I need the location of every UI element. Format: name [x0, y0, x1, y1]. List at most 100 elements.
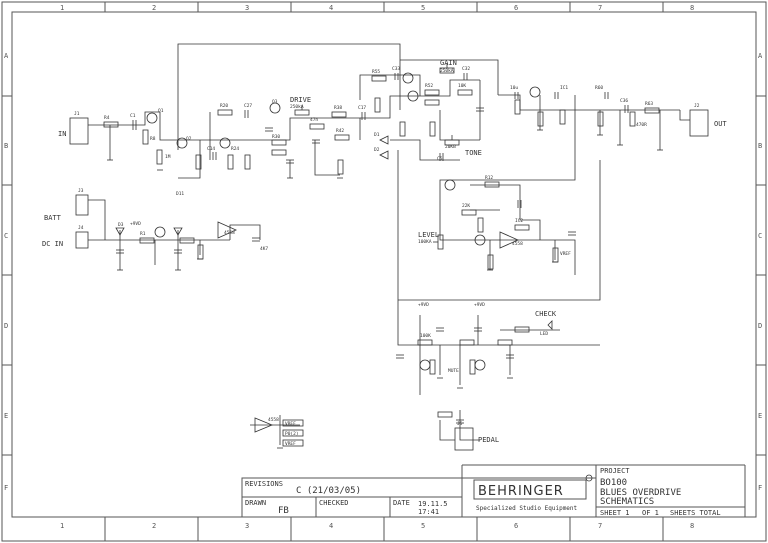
batt-connector: BATT J3	[44, 188, 89, 222]
col-label: 6	[514, 4, 518, 12]
col-label: 8	[690, 4, 694, 12]
row-label: F	[4, 484, 8, 492]
jack-ref: J4	[78, 225, 84, 231]
part-ref: C36	[620, 98, 628, 104]
part-ref: C14	[207, 146, 215, 152]
col-label: 1	[60, 522, 64, 530]
sheet-number: SHEET 1	[600, 509, 630, 517]
jack-ref: J3	[78, 188, 84, 194]
part-ref: C27	[244, 103, 252, 109]
registered-icon	[585, 474, 593, 482]
dc-in-connector: DC IN J4	[42, 225, 89, 249]
part-ref: IC1	[560, 85, 568, 91]
row-label: C	[4, 232, 8, 240]
part-ref: R42	[336, 128, 344, 134]
col-label: 4	[329, 522, 333, 530]
part-ref: VREF	[560, 251, 571, 257]
date-value: 19.11.5	[418, 500, 448, 508]
part-ref: C33	[392, 66, 400, 72]
in-label: IN	[58, 130, 66, 138]
gain-value: 250kA	[440, 68, 454, 74]
part-ref: R1	[140, 231, 146, 237]
part-ref: D2	[374, 147, 380, 153]
part-ref: R12	[485, 175, 493, 181]
part-ref: 100K	[420, 333, 431, 339]
col-label: 2	[152, 4, 156, 12]
part-ref: 470R	[636, 122, 647, 128]
project-label: PROJECT	[600, 467, 630, 475]
sheet-of: OF 1	[642, 509, 659, 517]
row-label: D	[758, 322, 762, 330]
drive-label: DRIVE	[290, 96, 311, 104]
tone-value: 20KB	[445, 144, 456, 150]
grid-rows-left: A B C D E F	[2, 52, 12, 492]
pedal-pins: VREF P0(2) VREF	[282, 419, 304, 447]
part-ref: R30	[272, 134, 280, 140]
part-ref: R63	[645, 101, 653, 107]
part-ref: C5	[437, 156, 443, 162]
part-ref: 4558	[268, 417, 279, 423]
potentiometers	[294, 63, 460, 250]
revisions-label: REVISIONS	[245, 480, 283, 488]
col-label: 7	[598, 4, 602, 12]
part-ref: R38	[334, 105, 342, 111]
part-ref: R60	[595, 85, 603, 91]
row-label: B	[758, 142, 762, 150]
col-label: 3	[245, 522, 249, 530]
part-ref: R24	[231, 146, 239, 152]
row-label: A	[4, 52, 9, 60]
sheets-total: SHEETS TOTAL	[670, 509, 721, 517]
col-label: 4	[329, 4, 333, 12]
brand-logo: BEHRINGER	[478, 484, 564, 499]
input-jack: IN J1	[58, 111, 89, 145]
level-value: 100KA	[418, 239, 432, 245]
op-amps	[217, 221, 519, 433]
resistors	[103, 75, 660, 418]
row-label: A	[758, 52, 763, 60]
checked-label: CHECKED	[319, 499, 349, 507]
part-ref: C17	[358, 105, 366, 111]
revision-value: C (21/03/05)	[296, 486, 361, 496]
grid-rows-right: A B C D E F	[756, 52, 766, 492]
dc-in-label: DC IN	[42, 240, 63, 248]
part-ref: R52	[425, 83, 433, 89]
check-label: CHECK	[535, 310, 557, 318]
led-label: LED	[540, 331, 548, 337]
output-jack: OUT J2	[689, 103, 727, 137]
part-ref: R55	[372, 69, 380, 75]
row-label: B	[4, 142, 8, 150]
row-label: F	[758, 484, 762, 492]
pin-label: VREF	[285, 441, 296, 447]
part-ref: 4558	[224, 230, 235, 236]
col-label: 8	[690, 522, 694, 530]
col-label: 5	[421, 522, 425, 530]
part-ref: 1M	[165, 154, 171, 160]
part-ref: 4K7	[260, 246, 268, 252]
drawn-label: DRAWN	[245, 499, 266, 507]
part-ref: 4558	[512, 241, 523, 247]
inner-frame	[11, 11, 757, 518]
project-name: BO100	[600, 478, 627, 488]
brand-subtitle: Specialized Studio Equipment	[476, 505, 578, 512]
grid-columns-bottom: 1 2 3 4 5 6 7 8	[60, 517, 694, 541]
col-label: 7	[598, 522, 602, 530]
part-ref: D1	[374, 132, 380, 138]
project-line3: SCHEMATICS	[600, 497, 654, 507]
batt-label: BATT	[44, 214, 62, 222]
check-led: CHECK LED	[535, 310, 557, 337]
part-ref: C32	[462, 66, 470, 72]
part-ref: R8	[150, 136, 156, 142]
part-ref: 10u	[510, 85, 518, 91]
part-ref: +9VD	[130, 221, 141, 227]
col-label: 5	[421, 4, 425, 12]
part-labels: R4 C1 Q1 R8 1M Q2 D11 R20 C27 Q3 C14 R24…	[104, 66, 653, 423]
date-label: DATE	[393, 499, 410, 507]
part-ref: R4	[104, 115, 110, 121]
level-label: LEVEL	[418, 231, 439, 239]
brand-box	[473, 479, 587, 500]
part-ref: +9VD	[418, 302, 429, 308]
col-label: 6	[514, 522, 518, 530]
jack-ref: J1	[74, 111, 80, 117]
